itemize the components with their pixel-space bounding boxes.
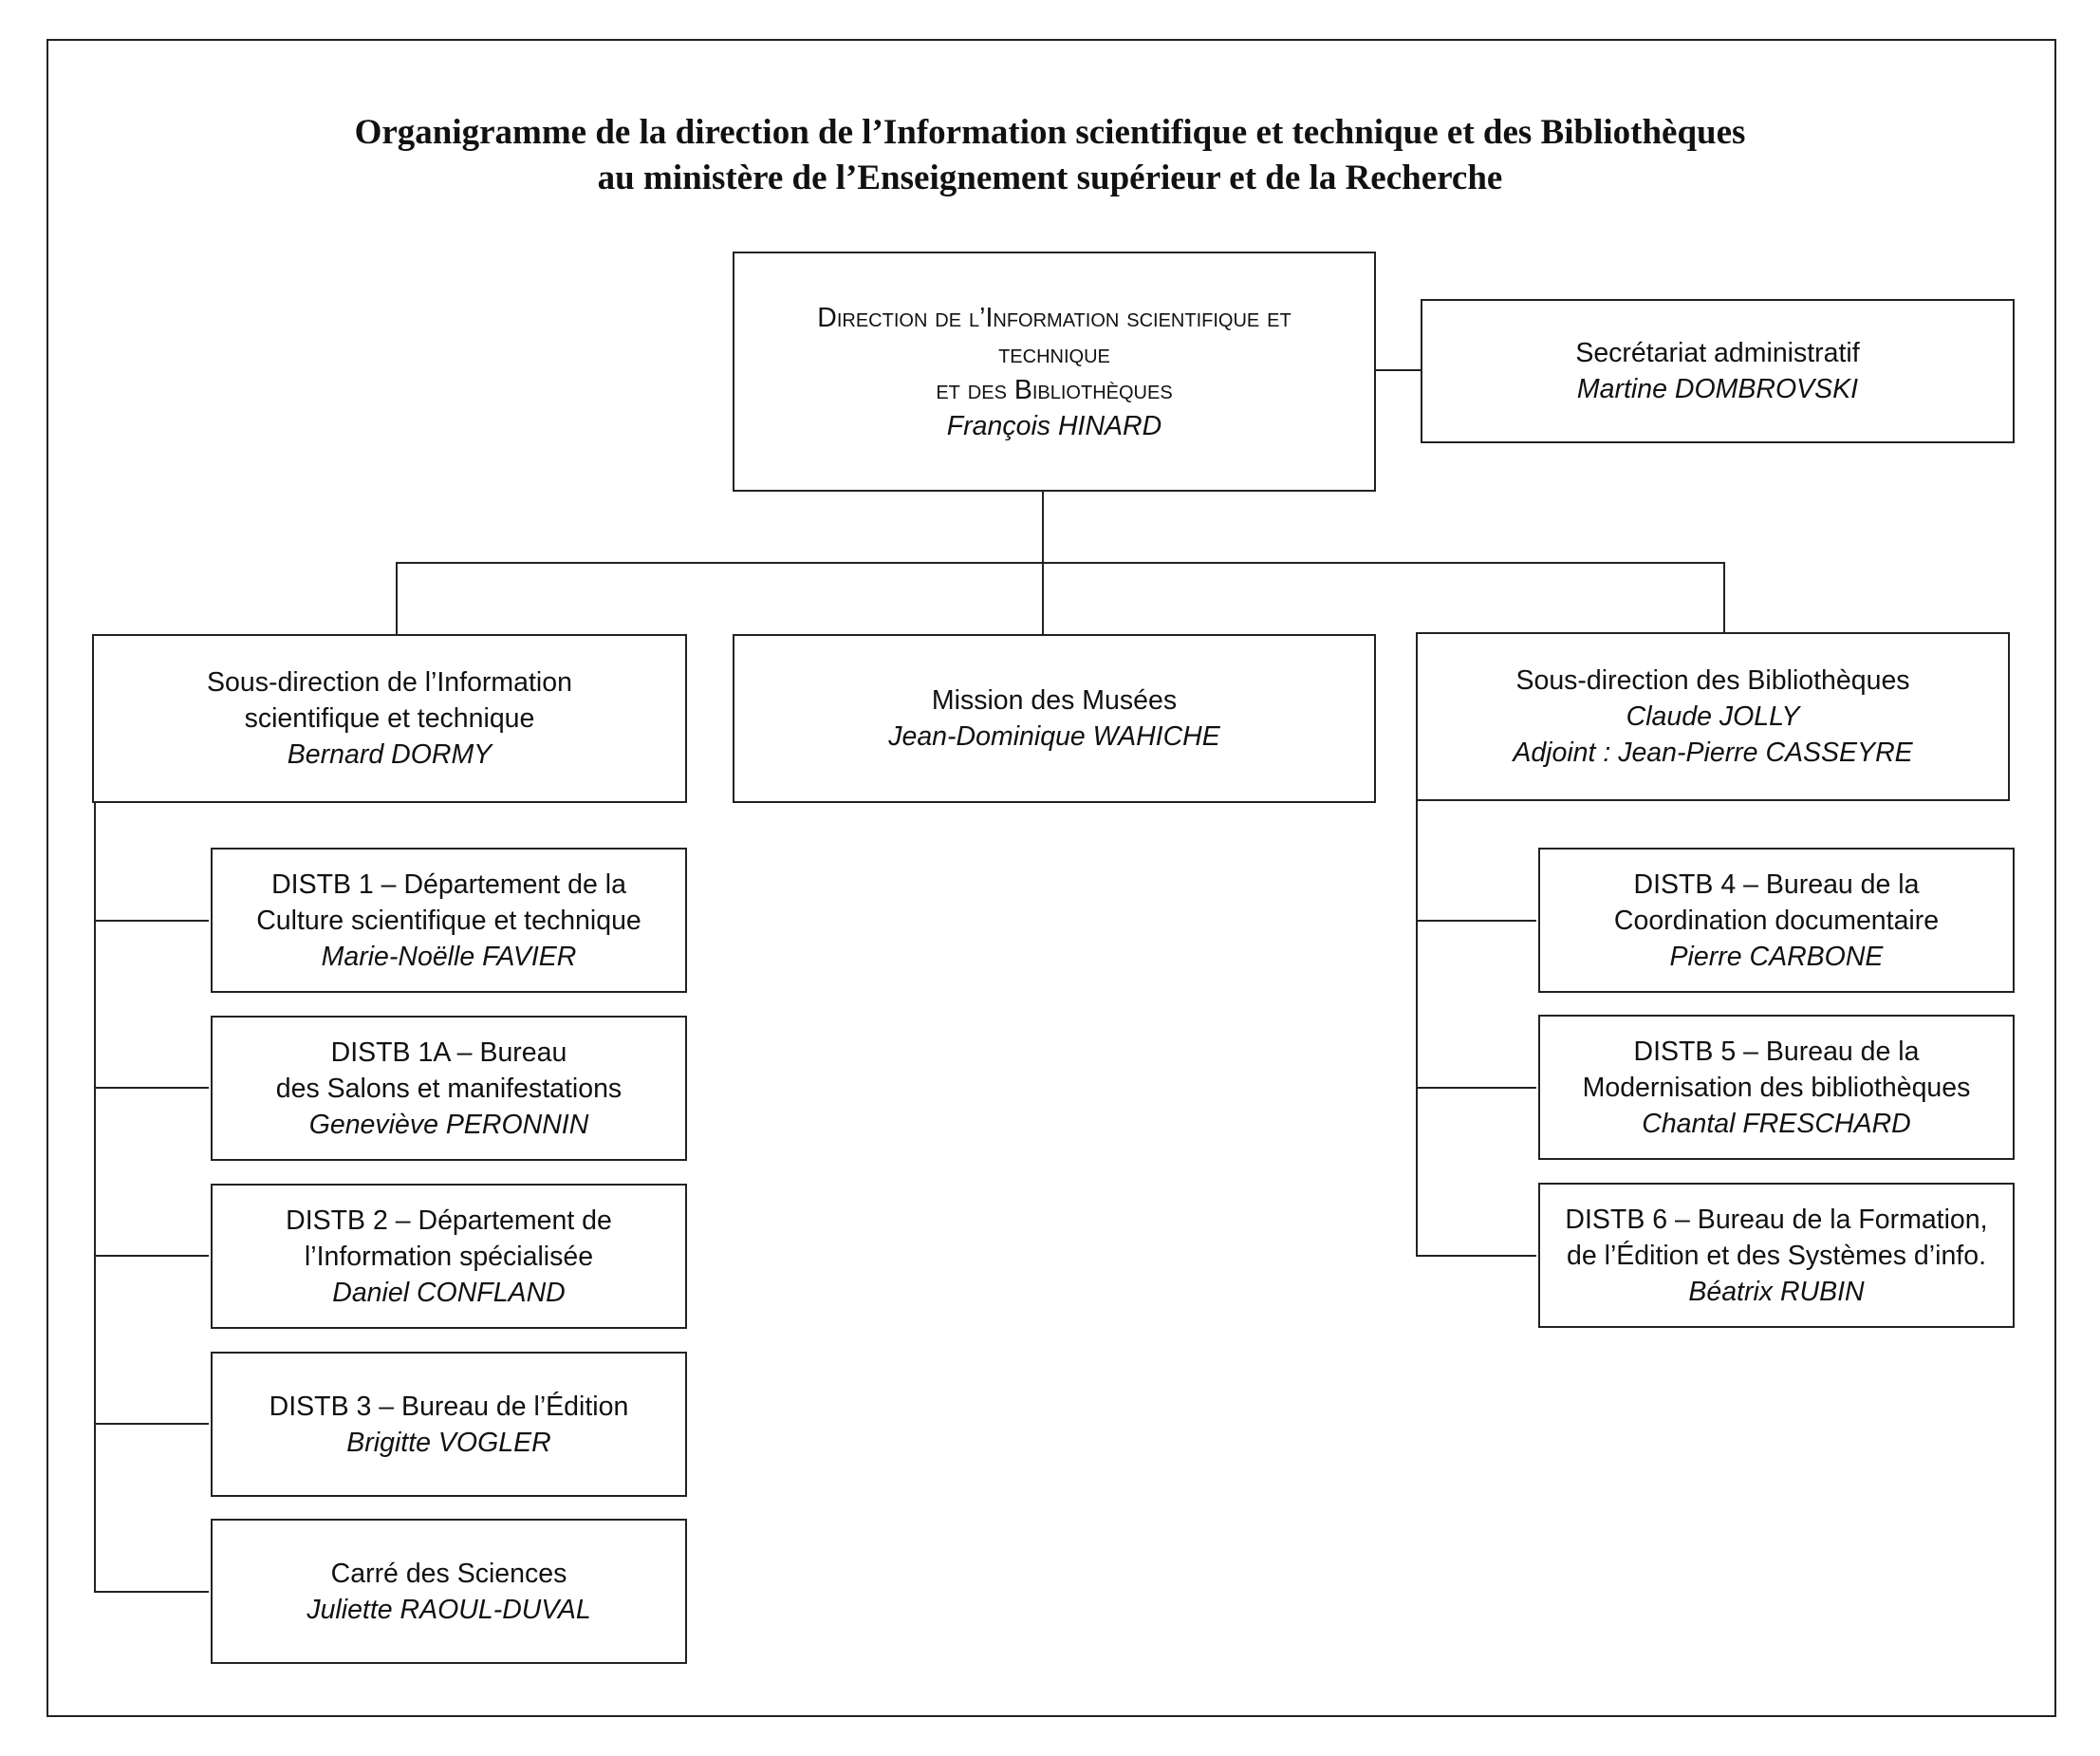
carre-des-sciences-label: Carré des Sciences — [330, 1558, 567, 1589]
sous-direction-bib-adjoint: Adjoint : Jean-Pierre CASSEYRE — [1513, 738, 1913, 768]
connector-to-mission-musees — [1042, 562, 1044, 634]
connector-direction-secretariat — [1375, 369, 1424, 371]
connector-right-branch-1 — [1416, 920, 1536, 922]
distb-5-line-1: DISTB 5 – Bureau de la — [1633, 1036, 1920, 1067]
sous-direction-bib-label: Sous-direction des Bibliothèques — [1515, 665, 1910, 696]
distb-1-name: Marie-Noëlle FAVIER — [321, 941, 577, 972]
connector-left-branch-5 — [94, 1591, 209, 1593]
distb-1a-line-2: des Salons et manifestations — [275, 1073, 623, 1104]
mission-musees-name: Jean-Dominique WAHICHE — [888, 721, 1220, 752]
connector-right-vertical — [1416, 800, 1418, 1257]
box-distb-4: DISTB 4 – Bureau de la Coordination docu… — [1538, 848, 2015, 993]
connector-right-branch-3 — [1416, 1255, 1536, 1257]
connector-left-branch-3 — [94, 1255, 209, 1257]
box-sous-direction-ist: Sous-direction de l’Information scientif… — [92, 634, 687, 803]
distb-3-line-1: DISTB 3 – Bureau de l’Édition — [269, 1391, 629, 1422]
diagram-title: Organigramme de la direction de l’Inform… — [0, 110, 2100, 201]
direction-line-1: Direction de l’Information scientifique … — [817, 302, 1292, 333]
box-distb-1a: DISTB 1A – Bureau des Salons et manifest… — [211, 1016, 687, 1161]
connector-left-branch-2 — [94, 1087, 209, 1089]
box-sous-direction-bib: Sous-direction des Bibliothèques Claude … — [1416, 632, 2010, 801]
distb-6-line-1: DISTB 6 – Bureau de la Formation, — [1565, 1204, 1988, 1235]
connector-direction-down — [1042, 492, 1044, 564]
mission-musees-label: Mission des Musées — [931, 685, 1178, 716]
distb-1a-line-1: DISTB 1A – Bureau — [330, 1037, 567, 1068]
connector-right-branch-2 — [1416, 1087, 1536, 1089]
connector-left-branch-1 — [94, 920, 209, 922]
direction-line-3: et des Bibliothèques — [936, 374, 1173, 405]
box-direction: Direction de l’Information scientifique … — [733, 252, 1376, 492]
secretariat-name: Martine DOMBROVSKI — [1576, 374, 1859, 404]
connector-left-branch-4 — [94, 1423, 209, 1425]
distb-1-line-2: Culture scientifique et technique — [256, 905, 641, 936]
connector-left-vertical — [94, 801, 96, 1593]
box-distb-3: DISTB 3 – Bureau de l’Édition Brigitte V… — [211, 1352, 687, 1497]
direction-head-name: François HINARD — [946, 410, 1162, 441]
connector-horizontal-bus — [396, 562, 1725, 564]
box-distb-5: DISTB 5 – Bureau de la Modernisation des… — [1538, 1015, 2015, 1160]
title-line-2: au ministère de l’Enseignement supérieur… — [597, 159, 1503, 197]
distb-6-line-2: de l’Édition et des Systèmes d’info. — [1567, 1240, 1986, 1271]
distb-5-name: Chantal FRESCHARD — [1642, 1108, 1911, 1139]
connector-to-sous-direction-ist — [396, 562, 398, 634]
distb-4-line-1: DISTB 4 – Bureau de la — [1633, 869, 1920, 900]
box-distb-1: DISTB 1 – Département de la Culture scie… — [211, 848, 687, 993]
box-secretariat: Secrétariat administratif Martine DOMBRO… — [1421, 299, 2015, 443]
distb-2-line-2: l’Information spécialisée — [304, 1241, 594, 1272]
diagram-frame — [46, 39, 2056, 1717]
distb-6-name: Béatrix RUBIN — [1688, 1276, 1865, 1307]
distb-3-name: Brigitte VOGLER — [346, 1427, 551, 1458]
box-distb-6: DISTB 6 – Bureau de la Formation, de l’É… — [1538, 1183, 2015, 1328]
distb-5-line-2: Modernisation des bibliothèques — [1582, 1072, 1971, 1103]
distb-4-line-2: Coordination documentaire — [1613, 905, 1940, 936]
distb-2-name: Daniel CONFLAND — [332, 1277, 566, 1308]
sous-direction-ist-line-2: scientifique et technique — [244, 703, 535, 734]
connector-to-sous-direction-bib — [1723, 562, 1725, 634]
sous-direction-ist-name: Bernard DORMY — [287, 739, 492, 770]
box-carre-des-sciences: Carré des Sciences Juliette RAOUL-DUVAL — [211, 1519, 687, 1664]
sous-direction-ist-line-1: Sous-direction de l’Information — [207, 667, 572, 698]
distb-1a-name: Geneviève PERONNIN — [308, 1109, 589, 1140]
secretariat-label: Secrétariat administratif — [1575, 338, 1860, 368]
direction-line-2: technique — [998, 338, 1110, 369]
distb-4-name: Pierre CARBONE — [1669, 941, 1884, 972]
title-line-1: Organigramme de la direction de l’Inform… — [354, 113, 1746, 152]
distb-2-line-1: DISTB 2 – Département de — [286, 1205, 612, 1236]
box-mission-musees: Mission des Musées Jean-Dominique WAHICH… — [733, 634, 1376, 803]
distb-1-line-1: DISTB 1 – Département de la — [271, 869, 626, 900]
sous-direction-bib-name: Claude JOLLY — [1626, 701, 1800, 732]
box-distb-2: DISTB 2 – Département de l’Information s… — [211, 1184, 687, 1329]
carre-des-sciences-name: Juliette RAOUL-DUVAL — [307, 1594, 591, 1625]
